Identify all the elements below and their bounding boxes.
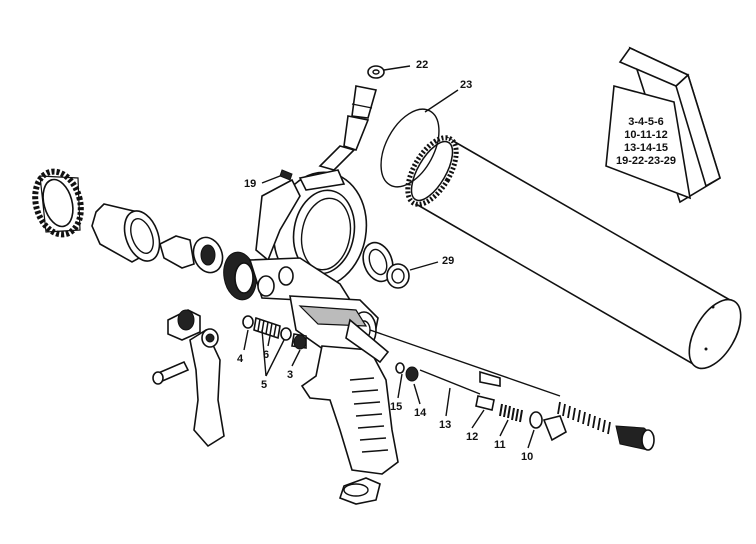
callout-3: 3 (287, 369, 293, 381)
callout-29: 29 (442, 255, 454, 267)
kit-line-2: 10-11-12 (624, 129, 667, 141)
front-nut (32, 168, 84, 238)
callout-4: 4 (237, 353, 244, 365)
callout-6: 6 (263, 349, 269, 361)
part-22-shaft (318, 65, 385, 171)
kit-line-4: 19-22-23-29 (616, 155, 676, 167)
callout-numbers: 22 23 19 29 4 6 5 3 15 14 13 12 11 10 (237, 59, 533, 463)
belt-clip (338, 477, 381, 505)
nozzle-funnel (91, 203, 161, 263)
callout-13: 13 (439, 419, 451, 431)
callout-lines (243, 65, 535, 449)
callout-10: 10 (521, 451, 533, 463)
kit-line-3: 13-14-15 (624, 142, 668, 154)
part-19-screw (279, 169, 293, 181)
gun-handle (300, 318, 399, 475)
nozzle-valve (159, 235, 224, 274)
callout-19: 19 (244, 178, 256, 190)
callout-11: 11 (494, 439, 506, 451)
adjustment-knob (167, 309, 201, 341)
callout-22: 22 (416, 59, 428, 71)
callout-5: 5 (261, 379, 267, 391)
callout-23: 23 (460, 79, 472, 91)
trigger (189, 328, 225, 448)
kit-line-1: 3-4-5-6 (628, 116, 663, 128)
callout-14: 14 (414, 407, 427, 419)
part-29-nut (362, 241, 410, 289)
callout-12: 12 (466, 431, 478, 443)
o-ring-23 (380, 108, 440, 188)
trigger-pin (152, 360, 190, 385)
repair-kit-tag: 3-4-5-6 10-11-12 13-14-15 19-22-23-29 (605, 46, 721, 204)
callout-15: 15 (390, 401, 402, 413)
valve-parts-left (242, 315, 307, 350)
valve-rod-assembly (369, 329, 655, 451)
cartridge-tube (405, 135, 742, 370)
gun-body (223, 169, 368, 301)
